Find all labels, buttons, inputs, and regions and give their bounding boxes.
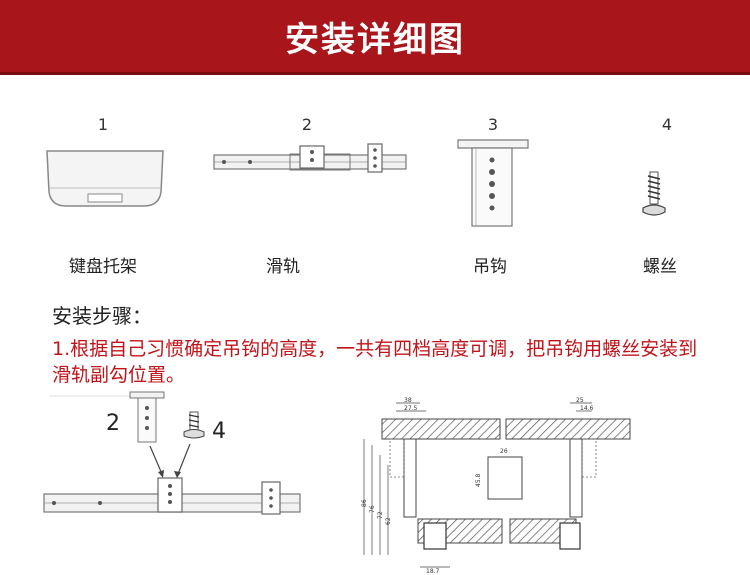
keyboard-tray-drawing bbox=[46, 150, 164, 207]
dim-mid-2: 45.8 bbox=[475, 473, 482, 487]
dim-top-2: 27.5 bbox=[404, 405, 418, 412]
header-banner: 安装详细图 bbox=[0, 0, 750, 72]
dim-top-4: 14.6 bbox=[580, 405, 594, 412]
part-number-1: 1 bbox=[97, 115, 109, 134]
part-label-slide-rail: 滑轨 bbox=[266, 257, 300, 277]
slide-rail-drawing bbox=[213, 143, 407, 173]
hook-bracket-drawing bbox=[457, 139, 529, 227]
header-divider bbox=[0, 72, 750, 75]
dim-top-3: 25 bbox=[576, 397, 584, 404]
part-number-2: 2 bbox=[301, 115, 313, 134]
steps-text: 1.根据自己习惯确定吊钩的高度，一共有四档高度可调，把吊钩用螺丝安装到滑轨副勾位… bbox=[52, 338, 698, 386]
dim-side-1: 86 bbox=[361, 499, 368, 507]
dimension-drawing: 38 27.5 25 14.6 26 45.8 86 76 72 62 18.7 bbox=[361, 397, 631, 575]
screw-drawing bbox=[642, 171, 666, 216]
dim-top-1: 38 bbox=[404, 397, 412, 404]
dim-mid-1: 26 bbox=[500, 448, 508, 455]
assembly-hook bbox=[129, 391, 165, 443]
steps-title: 安装步骤： bbox=[52, 304, 152, 328]
dim-bottom: 18.7 bbox=[426, 568, 440, 575]
assembly-screw bbox=[183, 411, 205, 439]
dim-side-4: 62 bbox=[385, 517, 392, 525]
part-number-3: 3 bbox=[487, 115, 499, 134]
assembly-label-hook: 2 bbox=[106, 411, 120, 436]
dim-side-2: 76 bbox=[369, 505, 376, 513]
part-label-hook: 吊钩 bbox=[473, 257, 507, 277]
dim-side-3: 72 bbox=[377, 511, 384, 519]
part-number-4: 4 bbox=[661, 115, 673, 134]
part-label-keyboard-tray: 键盘托架 bbox=[69, 257, 137, 277]
assembly-label-screw: 4 bbox=[212, 419, 226, 444]
part-label-screw: 螺丝 bbox=[643, 257, 677, 277]
page-title: 安装详细图 bbox=[285, 19, 465, 60]
assembly-diagram: 2 4 bbox=[43, 391, 301, 515]
